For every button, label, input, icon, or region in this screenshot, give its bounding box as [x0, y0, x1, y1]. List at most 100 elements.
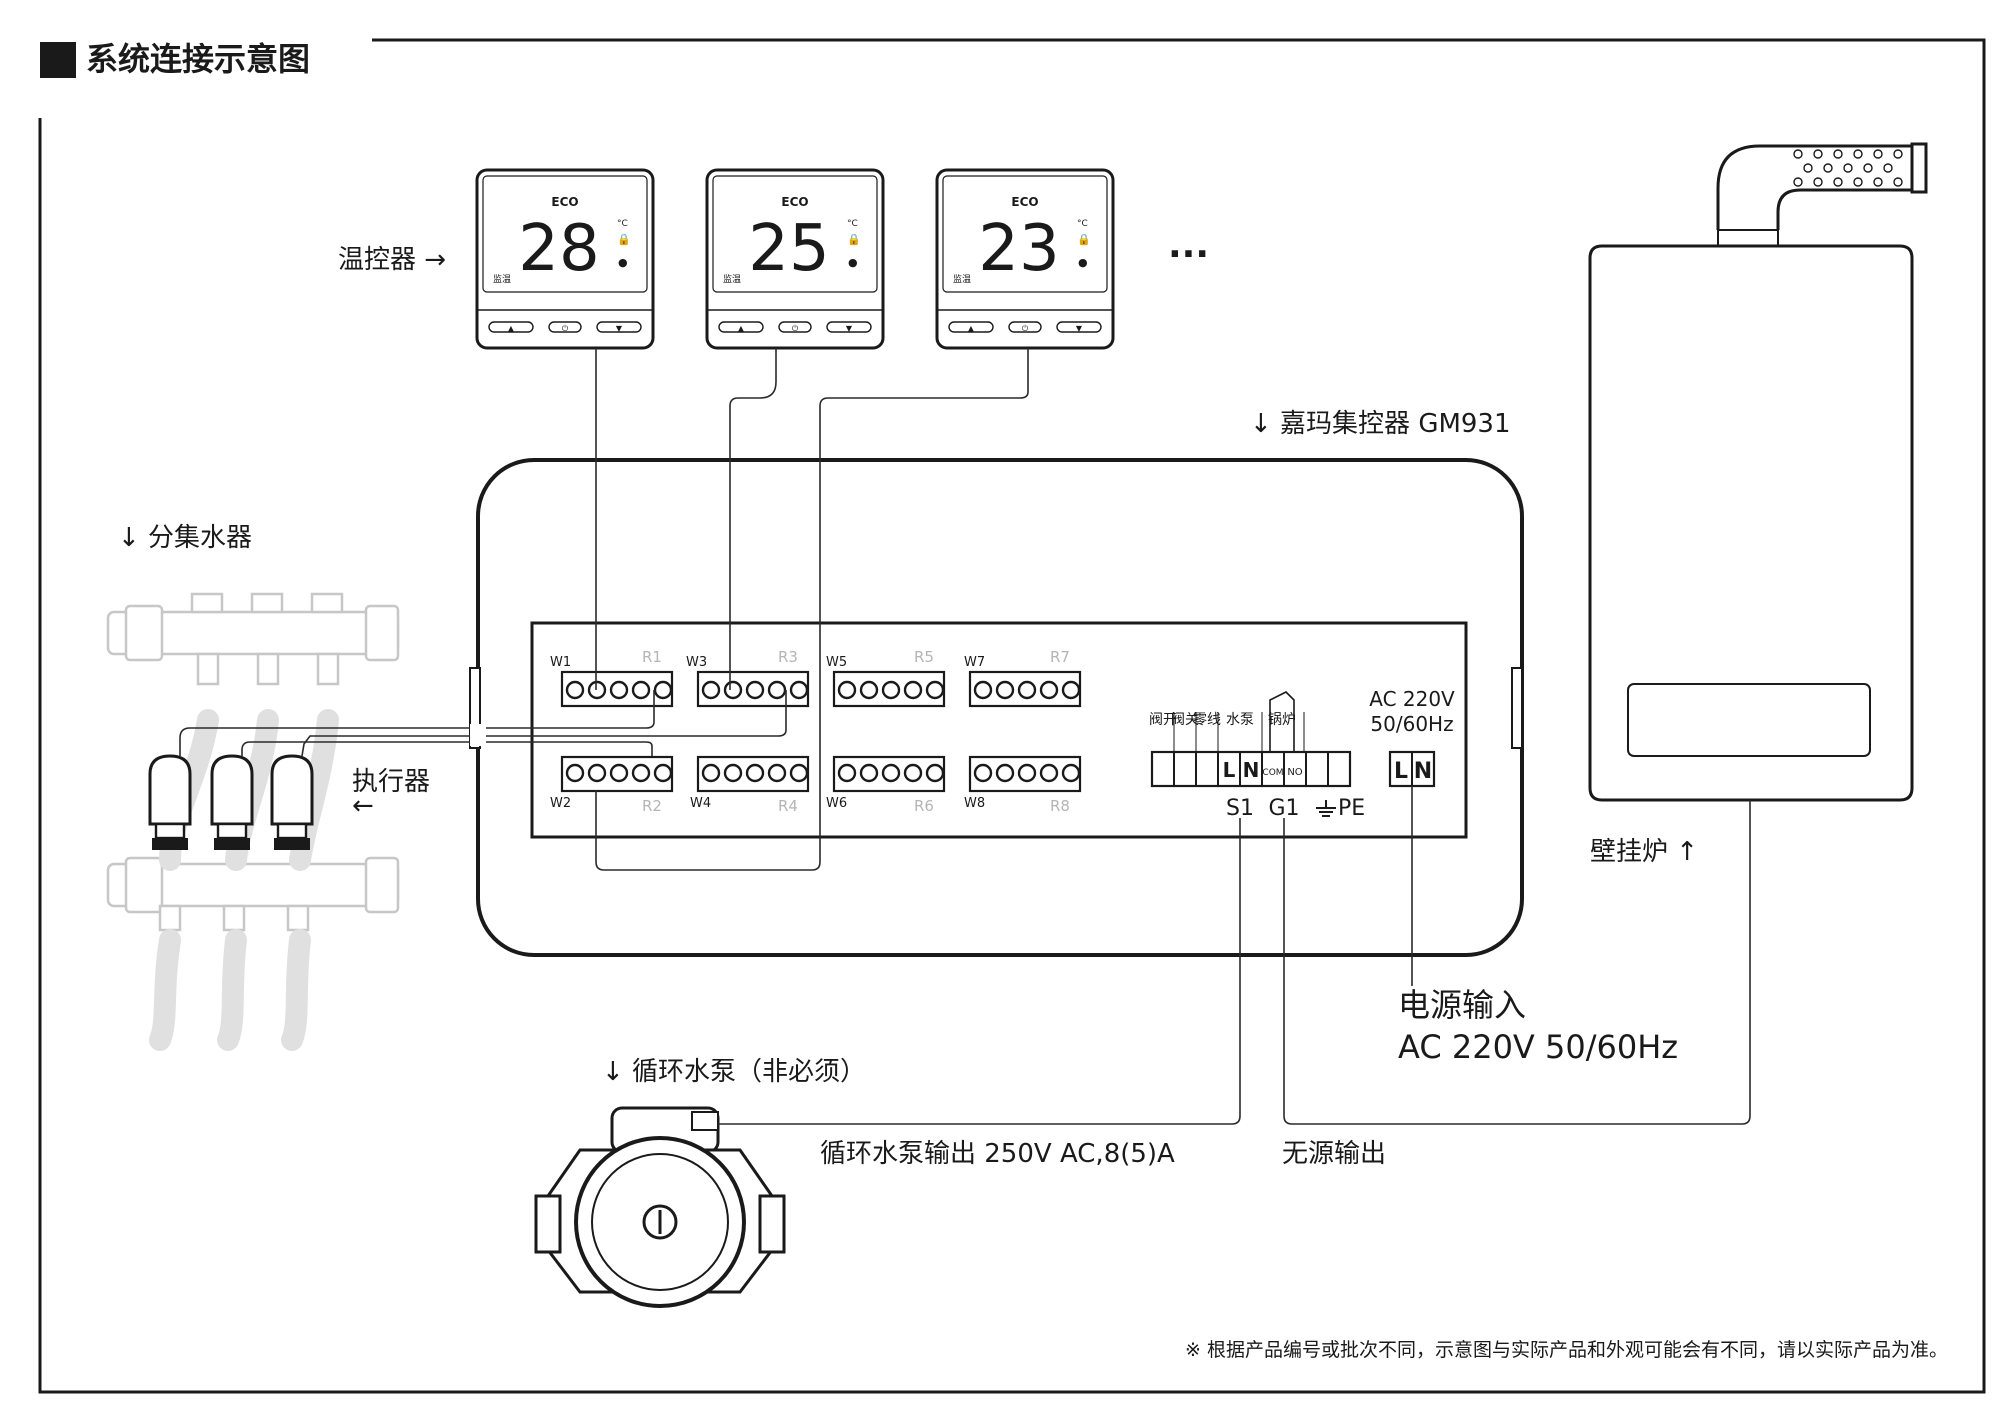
terminal-w-label: W3	[686, 655, 707, 670]
more-thermostats-ellipsis: ···	[1168, 234, 1209, 275]
drop-icon: ●	[848, 256, 858, 269]
circulation-pump	[534, 1106, 786, 1308]
terminal-w-label: W5	[826, 655, 847, 670]
thermostat-up-button[interactable]	[718, 321, 764, 333]
boiler-display-panel	[1627, 683, 1871, 757]
drop-icon: ●	[618, 256, 628, 269]
power-input-spec: AC 220V 50/60Hz	[1398, 1028, 1678, 1066]
vent-holes	[1793, 149, 1903, 187]
section-header: 5 系统连接示意图	[40, 40, 310, 78]
terminal-w-label: W4	[690, 796, 711, 811]
power-spec-voltage: AC 220V	[1369, 687, 1455, 711]
terminal-panel	[530, 621, 1468, 839]
actuator-2	[210, 754, 254, 850]
terminal-r-label: R6	[914, 797, 934, 815]
zone-terminal-block-w5: W5 R5	[826, 648, 946, 708]
thermostat-label: 温控器 →	[338, 245, 446, 275]
zone-terminal-block-w7: W7 R7	[964, 648, 1082, 708]
pump-label: ↓ 循环水泵（非必须）	[602, 1057, 866, 1087]
zone-terminal-block-w3: W3 R3	[686, 648, 810, 708]
thermostat-1: ECO 28 °C 🔒 ● 监温 ▲ ⏻ ▼	[475, 168, 655, 350]
pump-output-label: 循环水泵输出 250V AC,8(5)A	[820, 1139, 1175, 1169]
thermostat-power-button[interactable]	[548, 321, 582, 333]
thermostat-status: 监温	[953, 273, 971, 285]
zone-terminal-block-w2: W2 R2	[550, 755, 674, 815]
power-icon: ⏻	[792, 324, 799, 333]
thermostat-power-button[interactable]	[1008, 321, 1042, 333]
col-label-boiler: 锅炉	[1268, 712, 1296, 728]
label-pe: PE	[1338, 796, 1365, 821]
thermostat-mode-label: ECO	[1011, 195, 1038, 209]
manifold-label: ↓ 分集水器	[118, 523, 252, 553]
terminal-r-label: R4	[778, 797, 798, 815]
cell-no: NO	[1287, 767, 1302, 778]
col-label-valve-close: 阀关	[1171, 712, 1199, 728]
lock-icon: 🔒	[847, 233, 861, 246]
terminal-w-label: W2	[550, 796, 571, 811]
thermostat-up-button[interactable]	[948, 321, 994, 333]
thermostat-temperature: 28	[518, 212, 599, 286]
thermostat-status: 监温	[493, 273, 511, 285]
thermostat-status: 监温	[723, 273, 741, 285]
power-cell-n: N	[1414, 759, 1432, 784]
terminal-w-label: W7	[964, 655, 985, 670]
thermostat-unit: °C	[617, 219, 628, 229]
terminal-r-label: R1	[642, 648, 662, 666]
section-title: 系统连接示意图	[86, 40, 310, 78]
output-terminal-block: 阀开 阀关 零线 水泵 锅炉 L	[1149, 691, 1365, 821]
thermostat-mode-label: ECO	[551, 195, 578, 209]
terminal-r-label: R7	[1050, 648, 1070, 666]
lock-icon: 🔒	[1077, 233, 1091, 246]
ground-icon	[1316, 800, 1336, 817]
zone-terminal-block-w1: W1 R1	[550, 648, 674, 708]
terminal-w-label: W1	[550, 655, 571, 670]
controller-label: ↓ 嘉玛集控器 GM931	[1250, 409, 1511, 439]
power-icon: ⏻	[562, 324, 569, 333]
disclaimer-footnote: ※ 根据产品编号或批次不同，示意图与实际产品和外观可能会有不同，请以实际产品为准…	[1185, 1339, 1948, 1361]
terminal-w-label: W8	[964, 796, 985, 811]
drop-icon: ●	[1078, 256, 1088, 269]
thermostat-down-button[interactable]	[1056, 321, 1102, 333]
section-number-badge	[40, 42, 76, 78]
down-arrow-icon: ▼	[616, 324, 623, 333]
thermostat-3: ECO 23 °C 🔒 ● 监温 ▲ ⏻ ▼	[935, 168, 1115, 350]
zone-terminal-block-w8: W8 R8	[964, 755, 1082, 815]
thermostat-power-button[interactable]	[778, 321, 812, 333]
thermostat-up-button[interactable]	[488, 321, 534, 333]
boiler-label: 壁挂炉 ↑	[1590, 837, 1698, 867]
wall-boiler	[1588, 142, 1928, 802]
power-cell-l: L	[1394, 759, 1408, 784]
zone-terminal-block-w6: W6 R6	[826, 755, 946, 815]
terminal-r-label: R2	[642, 797, 662, 815]
wire-gap-markers	[470, 724, 486, 746]
terminal-r-label: R8	[1050, 797, 1070, 815]
power-icon: ⏻	[1022, 324, 1029, 333]
cell-com: COM	[1262, 768, 1283, 778]
zone-terminal-block-w4: W4 R4	[690, 755, 810, 815]
cell-l: L	[1223, 758, 1236, 782]
thermostat-group: ECO 28 °C 🔒 ● 监温 ▲ ⏻ ▼ ECO 25 °C 🔒 ● 监温 …	[475, 168, 1115, 350]
up-arrow-icon: ▲	[968, 324, 975, 333]
thermostat-unit: °C	[1077, 219, 1088, 229]
thermostat-down-button[interactable]	[596, 321, 642, 333]
col-label-neutral: 零线	[1193, 712, 1221, 728]
thermostat-2: ECO 25 °C 🔒 ● 监温 ▲ ⏻ ▼	[705, 168, 885, 350]
down-arrow-icon: ▼	[846, 324, 853, 333]
col-label-valve-open: 阀开	[1149, 712, 1177, 728]
section-number: 5	[48, 44, 67, 77]
up-arrow-icon: ▲	[738, 324, 745, 333]
wiring	[179, 348, 1751, 1125]
power-input-label: 电源输入	[1398, 986, 1526, 1024]
controller-housing	[469, 458, 1524, 957]
up-arrow-icon: ▲	[508, 324, 515, 333]
terminal-r-label: R5	[914, 648, 934, 666]
actuator-group	[148, 754, 314, 850]
down-arrow-icon: ▼	[1076, 324, 1083, 333]
power-spec-frequency: 50/60Hz	[1370, 712, 1453, 736]
thermostat-temperature: 25	[748, 212, 829, 286]
terminal-w-label: W6	[826, 796, 847, 811]
actuator-arrow: ←	[352, 791, 374, 821]
thermostat-down-button[interactable]	[826, 321, 872, 333]
actuator-3	[270, 754, 314, 850]
